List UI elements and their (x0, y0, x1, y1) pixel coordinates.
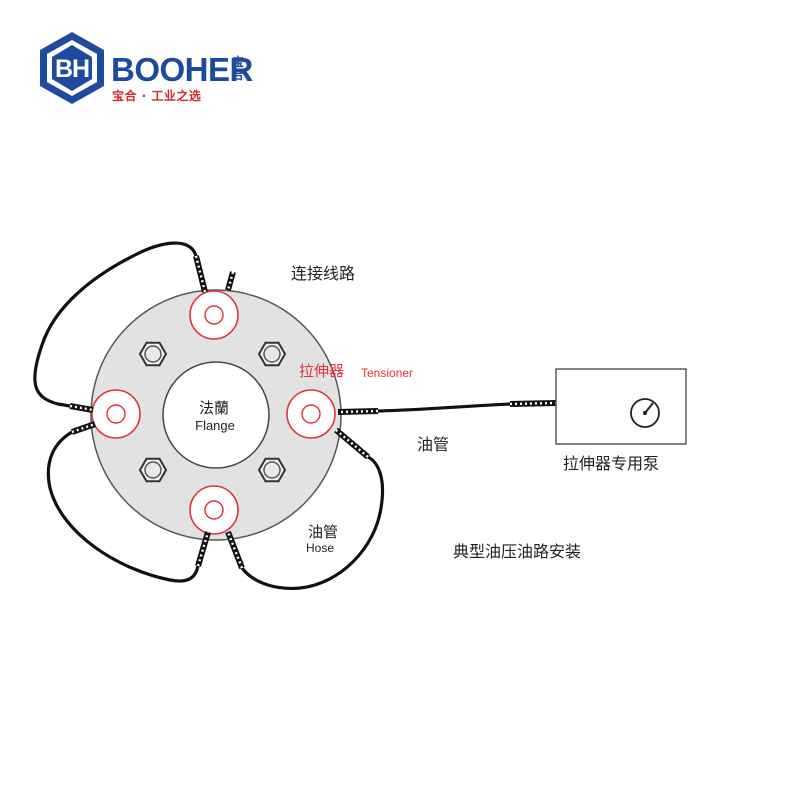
hose-label-en: Hose (306, 541, 334, 555)
logo-hexagon-icon: BH (40, 32, 104, 104)
hose-fitting-icon (225, 271, 236, 291)
hose-fittings (69, 255, 557, 570)
tensioners (91, 290, 336, 535)
flange-label-en: Flange (195, 418, 235, 433)
flange-center-hole (162, 361, 270, 469)
hose-fitting-icon (334, 427, 370, 460)
hose-fitting-icon (225, 530, 245, 570)
tensioner-ring (286, 389, 336, 439)
brand-logo: BH BOOHER 宝合 宝合 · 工业之选 (40, 32, 254, 104)
pump-label: 拉伸器专用泵 (563, 454, 659, 473)
logo-brand-cn: 宝合 (232, 54, 245, 82)
tensioner-ring (189, 290, 239, 340)
flange-label-cn: 法蘭 (199, 399, 229, 417)
hose-fitting-icon (69, 403, 94, 413)
hex-nut-icon (257, 457, 287, 483)
hose-fitting-icon (509, 400, 557, 407)
hose-fitting-icon (193, 255, 208, 293)
logo-brand-name: BOOHER (111, 51, 254, 88)
hose-to-pump (376, 402, 512, 413)
connection-line-label: 连接线路 (291, 264, 355, 283)
installation-title: 典型油压油路安装 (453, 542, 581, 561)
hose-bottom (240, 455, 385, 591)
tensioner-label-cn: 拉伸器 (299, 362, 344, 380)
tensioner-ring (189, 485, 239, 535)
hose-fitting-icon (337, 408, 379, 415)
logo-monogram: BH (55, 55, 89, 83)
logo-slogan: 宝合 · 工业之选 (112, 88, 201, 103)
tensioner-pump: 拉伸器专用泵 (555, 368, 687, 473)
pressure-gauge-icon (630, 398, 660, 428)
hose-fitting-icon (195, 531, 211, 567)
pump-body (555, 368, 687, 445)
tensioner-ring (91, 389, 141, 439)
oil-pipe-label: 油管 (417, 435, 449, 454)
hose-left-lower (46, 430, 200, 583)
hose-fitting-icon (71, 421, 96, 435)
hex-nut-icon (138, 341, 168, 367)
hose-label-cn: 油管 (308, 523, 338, 541)
hex-nuts (138, 341, 287, 483)
hose-left-upper (33, 241, 198, 408)
hex-nut-icon (257, 341, 287, 367)
hex-nut-icon (138, 457, 168, 483)
tensioner-label-en: Tensioner (361, 366, 413, 380)
hoses (33, 241, 512, 591)
